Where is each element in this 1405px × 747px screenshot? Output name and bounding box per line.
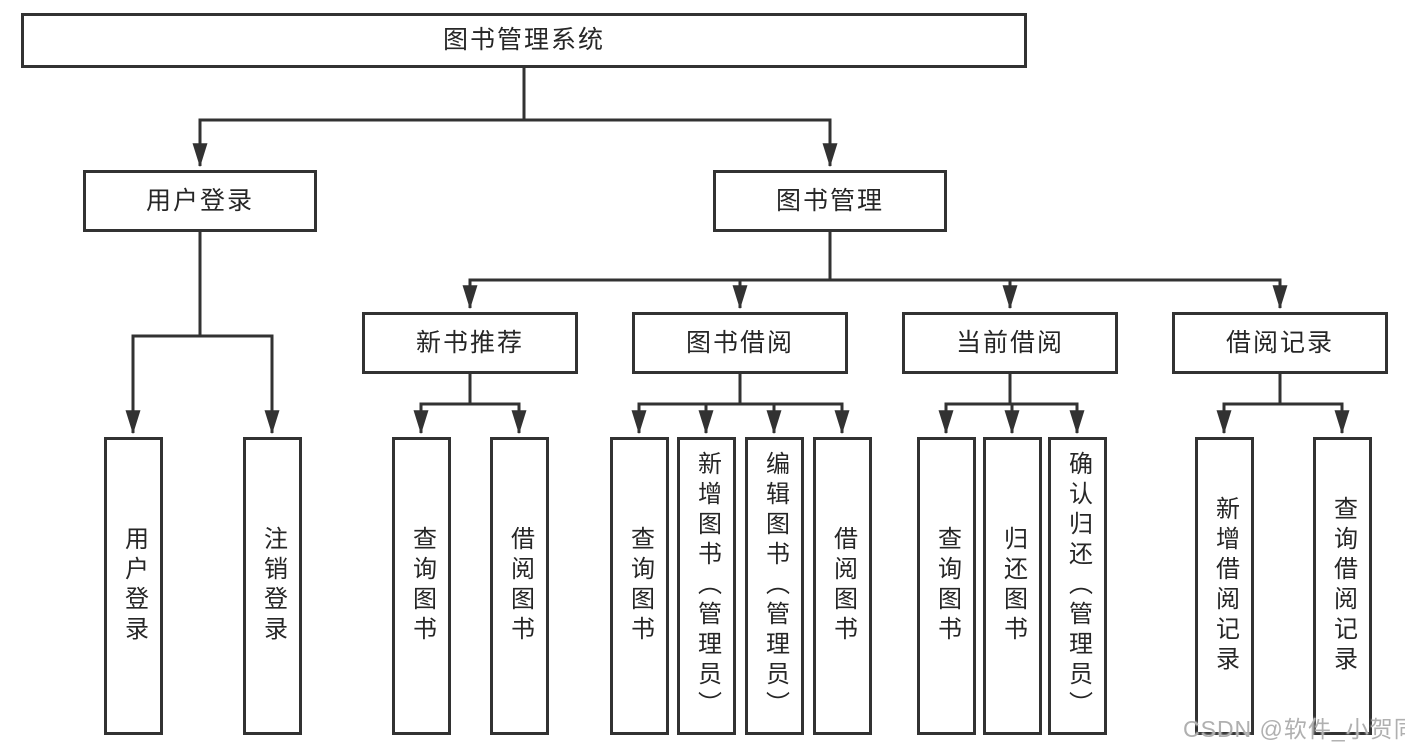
node-book-management: 图书管理: [713, 170, 947, 232]
csdn-watermark: CSDN @软件_小贺同学: [1183, 716, 1405, 742]
node-borrow-record: 借阅记录: [1172, 312, 1388, 374]
leaf-user-login: 用户登录: [104, 437, 163, 735]
node-current-borrow: 当前借阅: [902, 312, 1118, 374]
leaf-add-books-admin: 新增图书（管理员）: [677, 437, 736, 735]
leaf-borrow-books: 借阅图书: [813, 437, 872, 735]
leaf-edit-books-admin: 编辑图书（管理员）: [745, 437, 804, 735]
leaf-add-borrow-record: 新增借阅记录: [1195, 437, 1254, 735]
node-root-library-system: 图书管理系统: [21, 13, 1027, 68]
node-new-book-recommend: 新书推荐: [362, 312, 578, 374]
leaf-query-books-current: 查询图书: [917, 437, 976, 735]
leaf-return-books: 归还图书: [983, 437, 1042, 735]
leaf-query-books-borrow: 查询图书: [610, 437, 669, 735]
leaf-logout: 注销登录: [243, 437, 302, 735]
leaf-query-books-recommend: 查询图书: [392, 437, 451, 735]
leaf-confirm-return-admin: 确认归还（管理员）: [1048, 437, 1107, 735]
node-book-borrow: 图书借阅: [632, 312, 848, 374]
leaf-borrow-books-recommend: 借阅图书: [490, 437, 549, 735]
leaf-query-borrow-record: 查询借阅记录: [1313, 437, 1372, 735]
node-user-login: 用户登录: [83, 170, 317, 232]
